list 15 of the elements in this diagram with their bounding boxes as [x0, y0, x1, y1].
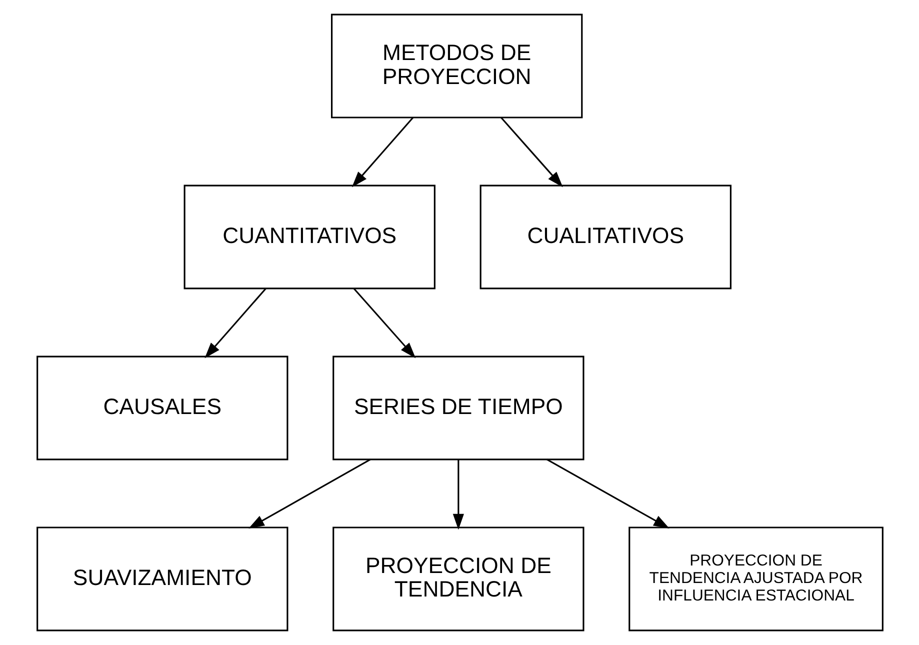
- node-box: PROYECCION DE TENDENCIA AJUSTADA POR INFLUENCIA ESTACIONAL: [628, 526, 883, 632]
- arrow: [351, 117, 414, 188]
- node-box: CAUSALES: [36, 356, 288, 460]
- arrow: [352, 288, 416, 358]
- node-box: SERIES DE TIEMPO: [332, 356, 584, 460]
- arrow: [452, 459, 464, 530]
- node-box: SUAVIZAMIENTO: [36, 526, 288, 632]
- node-box: PROYECCION DE TENDENCIA: [332, 526, 584, 632]
- arrow: [500, 117, 562, 188]
- node-box: CUALITATIVOS: [479, 184, 731, 290]
- arrow: [204, 288, 266, 358]
- node-box: CUANTITATIVOS: [183, 184, 435, 290]
- node-box: METODOS DE PROYECCION: [330, 14, 582, 118]
- arrow: [248, 458, 370, 529]
- arrow: [546, 458, 669, 529]
